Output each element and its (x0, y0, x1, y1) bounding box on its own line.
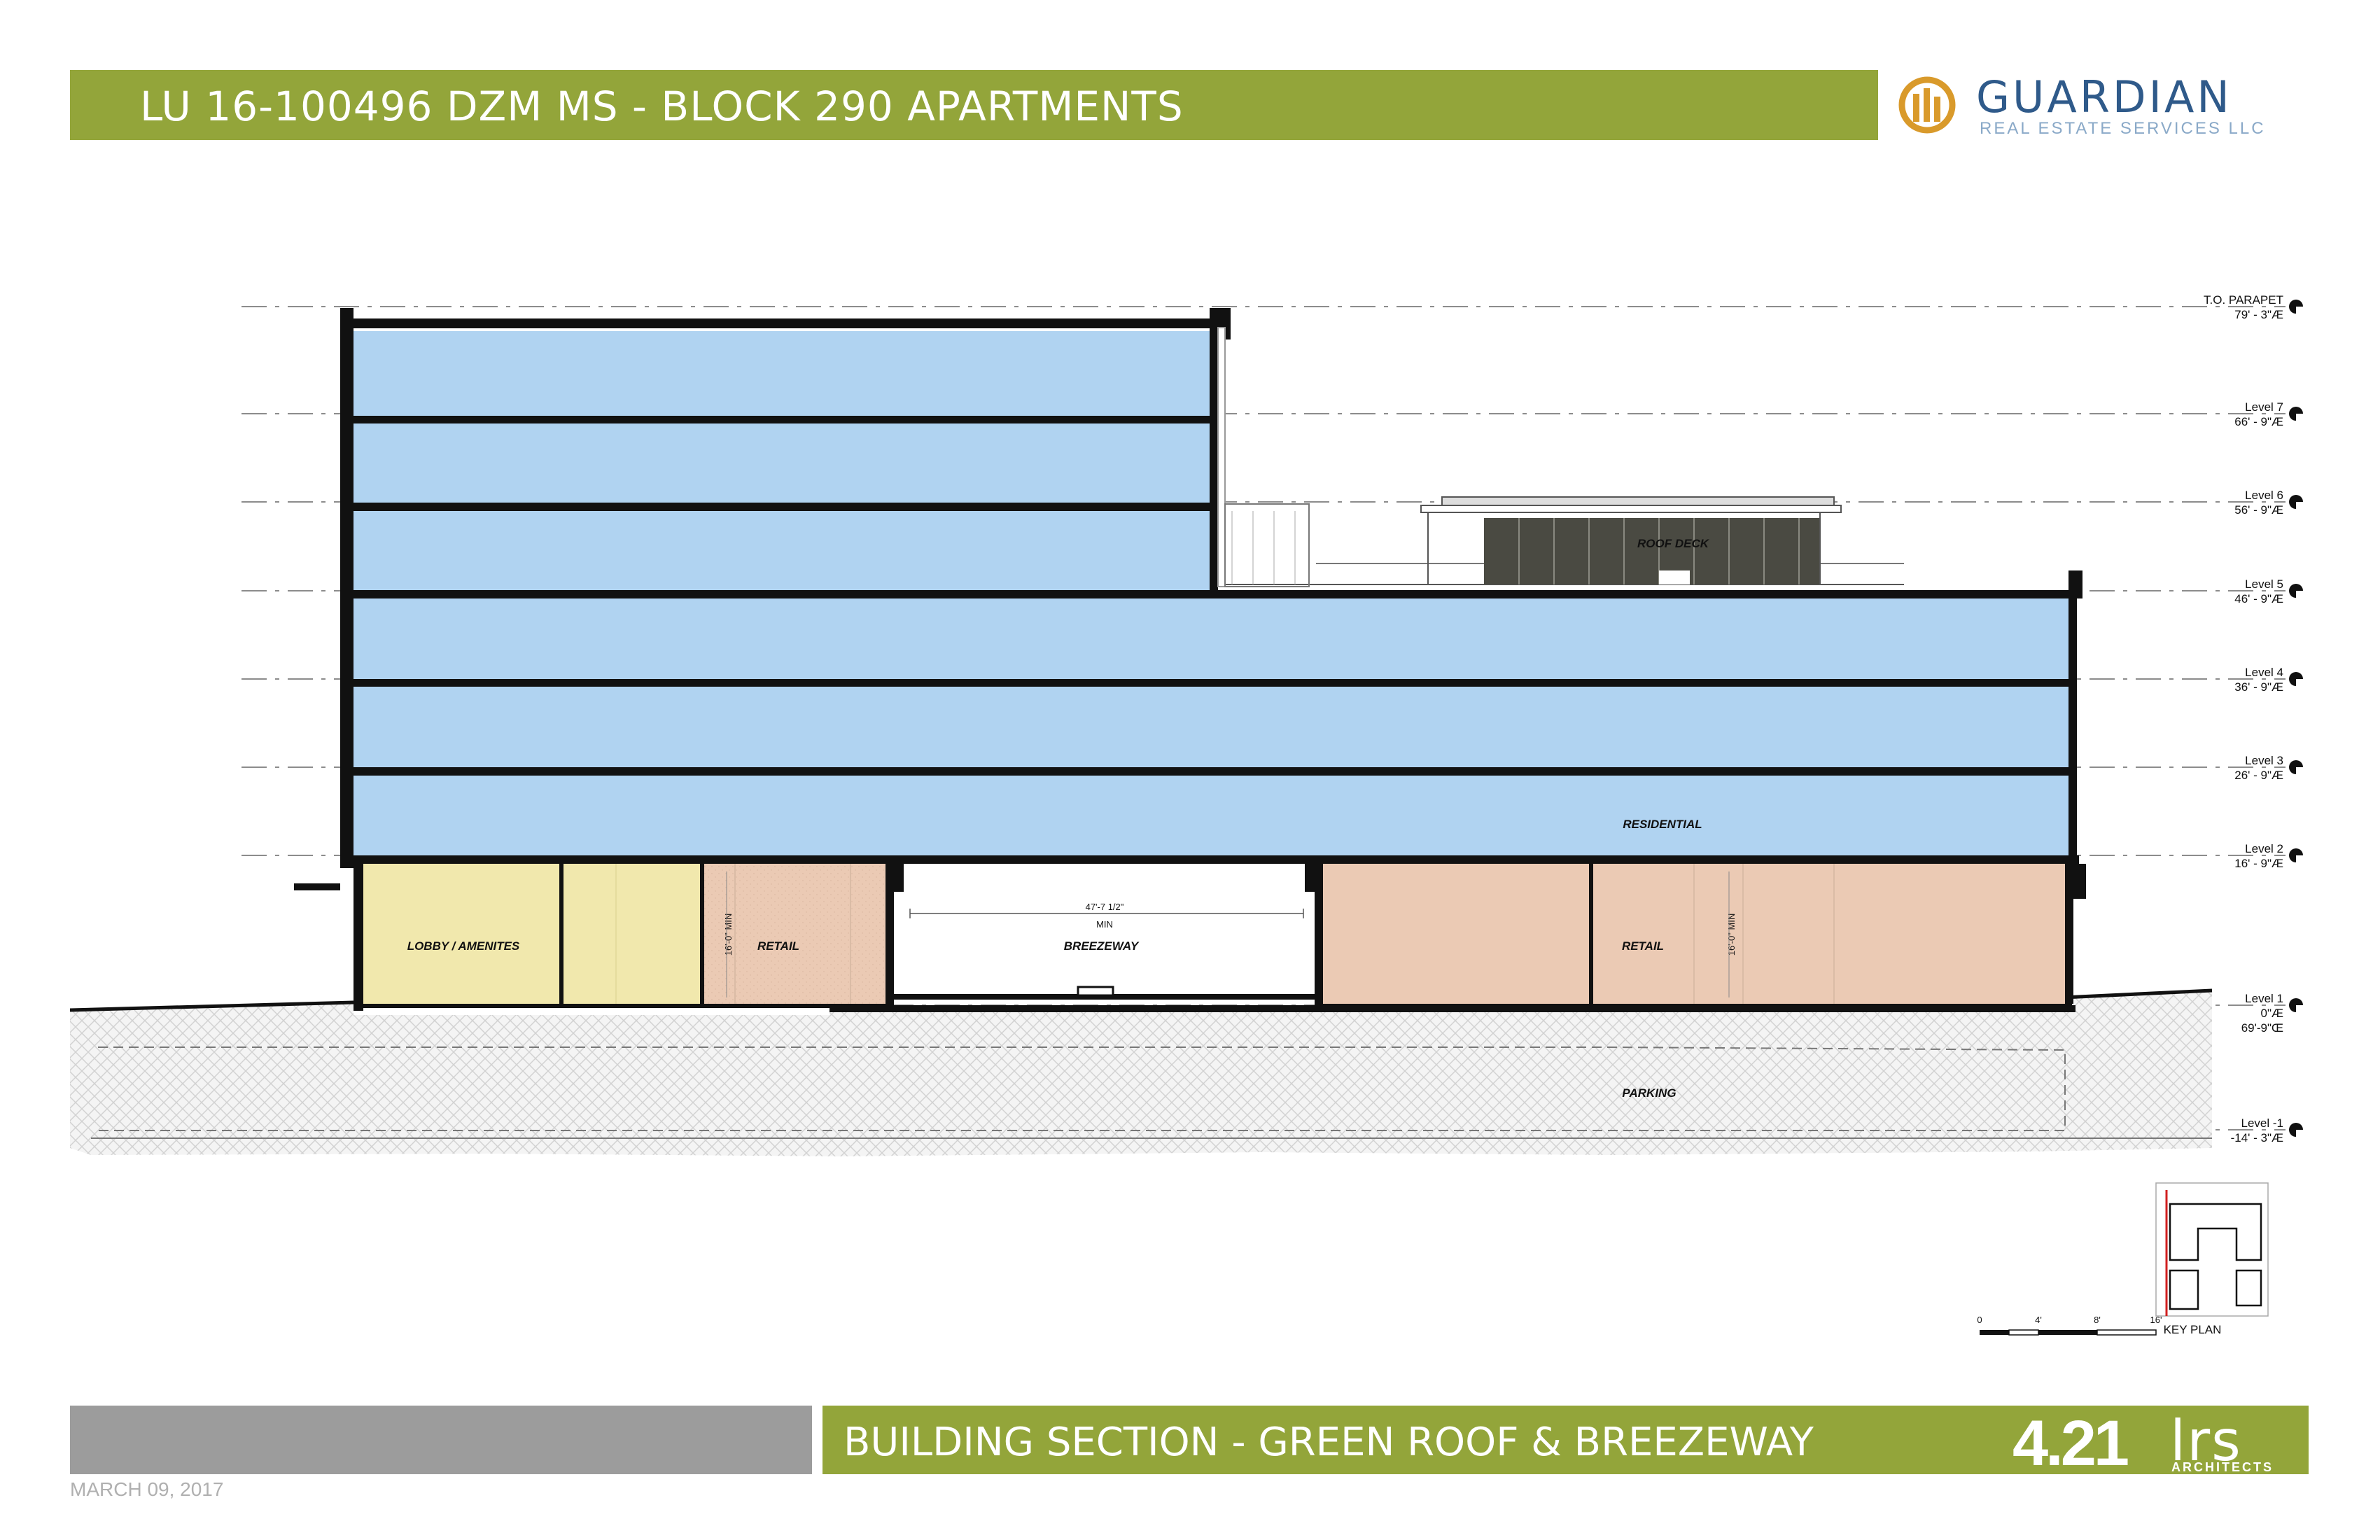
retail-space-1 (704, 864, 886, 1004)
residential-floor-5 (354, 511, 1214, 590)
residential-floor-4 (354, 598, 2068, 679)
level-labels: T.O. PARAPET 79' - 3"Æ Level 7 66' - 9"Æ… (2204, 293, 2283, 1144)
level-marker-icons (2289, 300, 2303, 1137)
guardian-mark-icon (1898, 76, 1956, 134)
level-elevation: 26' - 9"Æ (2234, 769, 2283, 782)
level-elevation: 16' - 9"Æ (2234, 857, 2283, 870)
footer-band: BUILDING SECTION - GREEN ROOF & BREEZEWA… (822, 1406, 2309, 1479)
project-title: LU 16-100496 DZM MS - BLOCK 290 APARTMEN… (140, 83, 1184, 130)
residential-floor-3 (354, 687, 2068, 767)
level-elevation: 46' - 9"Æ (2234, 592, 2283, 606)
walls (294, 308, 2086, 1011)
scale-tick: 4' (2035, 1315, 2042, 1325)
retail-height-label-1: 16'-0" MIN (723, 913, 734, 956)
level-name: Level 7 (2245, 400, 2283, 414)
scale-tick: 8' (2094, 1315, 2101, 1325)
key-plan-label: KEY PLAN (2164, 1323, 2222, 1336)
room-label-parking: PARKING (1622, 1086, 1676, 1100)
scale-bar: 0 4' 8' 16' (1977, 1315, 2162, 1336)
sheet-title: BUILDING SECTION - GREEN ROOF & BREEZEWA… (844, 1420, 1814, 1465)
room-label-residential: RESIDENTIAL (1623, 818, 1702, 831)
level-elevation: 56' - 9"Æ (2234, 503, 2283, 517)
parking-outline (98, 1046, 2066, 1131)
room-label-roof-deck: ROOF DECK (1637, 537, 1710, 550)
level-elevation: 0"Æ (2261, 1007, 2284, 1020)
breezeway-width-label: 47'-7 1/2" (1086, 902, 1124, 912)
guardian-logo: GUARDIAN REAL ESTATE SERVICES LLC (1878, 70, 2309, 140)
retail-height-label-2: 16'-0" MIN (1726, 913, 1737, 956)
lobby-space (363, 864, 559, 1004)
level-elevation: 36' - 9"Æ (2234, 680, 2283, 694)
room-label-lobby: LOBBY / AMENITES (407, 939, 520, 953)
level-name: Level 1 (2245, 992, 2283, 1005)
key-plan: KEY PLAN (2155, 1182, 2269, 1336)
breezeway-min-label: MIN (1096, 919, 1113, 930)
level-name: Level -1 (2241, 1116, 2283, 1130)
floor-slabs (344, 318, 2079, 1012)
scale-tick: 0 (1977, 1315, 1982, 1325)
logo-subtitle: REAL ESTATE SERVICES LLC (1980, 119, 2266, 138)
level-elevation: -14' - 3"Æ (2231, 1131, 2283, 1144)
breezeway-space (894, 864, 1315, 994)
residential-floor-2 (354, 776, 2068, 856)
level-name: Level 3 (2245, 754, 2283, 767)
level-name: Level 2 (2245, 842, 2283, 855)
logo-wordmark: GUARDIAN (1976, 71, 2232, 122)
issue-date: MARCH 09, 2017 (70, 1478, 224, 1500)
lrs-logo-wordmark: lrs (2170, 1408, 2242, 1474)
residential-floor-6 (354, 424, 1214, 503)
level-elevation: 79' - 3"Æ (2234, 308, 2283, 321)
level-name: Level 6 (2245, 489, 2283, 502)
level-name: Level 4 (2245, 666, 2283, 679)
ground-hatch (70, 990, 2212, 1156)
roof-deck-structure (1224, 496, 1904, 587)
level-elevation: 66' - 9"Æ (2234, 415, 2283, 428)
ground-floor-walls (354, 864, 2072, 1011)
level-name: Level 5 (2245, 578, 2283, 591)
amenity-space (564, 864, 700, 1004)
room-label-breezeway: BREEZEWAY (1064, 939, 1140, 953)
level-elevation-datum: 69'-9"Œ (2241, 1021, 2283, 1035)
residential-floor-7 (354, 331, 1214, 416)
retail-mullions (615, 864, 1835, 1004)
footer-gray-band (70, 1406, 812, 1474)
room-label-retail-2: RETAIL (1622, 939, 1664, 953)
level-name: T.O. PARAPET (2204, 293, 2283, 307)
lrs-logo-subtitle: ARCHITECTS (2171, 1460, 2274, 1474)
room-label-retail-1: RETAIL (757, 939, 799, 953)
sheet-number: 4.21 (2012, 1408, 2129, 1479)
scale-tick: 16' (2150, 1315, 2162, 1325)
